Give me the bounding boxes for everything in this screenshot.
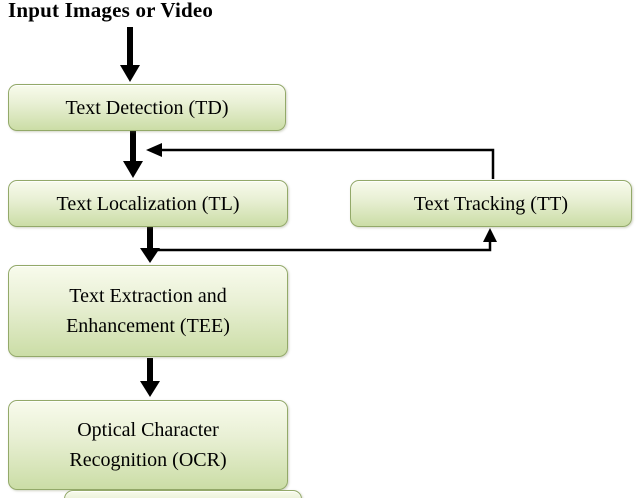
box-text-tracking-label: Text Tracking (TT) [413, 192, 569, 215]
box-text-detection-label: Text Detection (TD) [65, 96, 229, 119]
arrow-input-to-td [120, 27, 140, 82]
arrow-td-to-tl [123, 131, 143, 178]
box-tee-label-line1: Text Extraction and [69, 285, 227, 307]
box-text-localization-label: Text Localization (TL) [56, 192, 240, 215]
connector-tl-to-tt [150, 228, 497, 252]
box-text-localization: Text Localization (TL) [8, 180, 288, 227]
diagram-title: Input Images or Video [8, 0, 214, 22]
box-partial-bottom [64, 490, 302, 498]
box-text-tracking: Text Tracking (TT) [350, 180, 632, 227]
box-text-detection: Text Detection (TD) [8, 84, 286, 131]
connector-tt-to-tl-flow [146, 143, 495, 179]
box-ocr-label-line1: Optical Character [77, 419, 219, 441]
box-optical-character-recognition: Optical Character Recognition (OCR) [8, 400, 288, 490]
arrow-tee-to-ocr [140, 358, 160, 397]
box-tee-label-line2: Enhancement (TEE) [66, 315, 230, 337]
box-text-extraction-enhancement: Text Extraction and Enhancement (TEE) [8, 265, 288, 357]
box-ocr-label-line2: Recognition (OCR) [69, 449, 227, 471]
arrow-tl-to-tee [140, 227, 160, 263]
